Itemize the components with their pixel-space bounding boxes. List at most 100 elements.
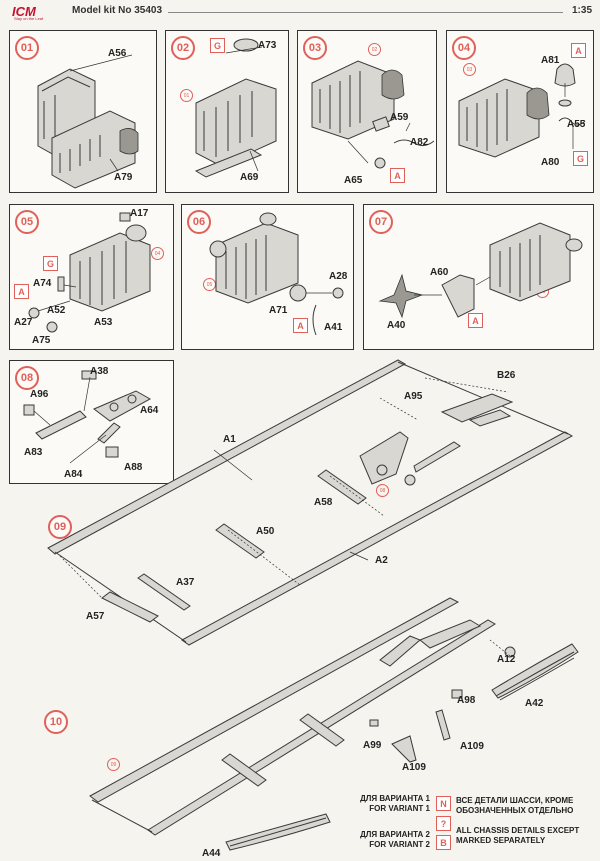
part-label: A28 [329,271,348,282]
part-label: B26 [497,370,516,381]
legend-variant-1: ДЛЯ ВАРИАНТА 1 FOR VARIANT 1 [348,794,430,814]
part-label: A109 [402,762,426,773]
variant-g-marker: G [573,151,588,166]
part-label: A2 [375,555,388,566]
variant-a-marker: A [293,318,308,333]
variant-b-marker: B [436,835,451,850]
step-number: 02 [171,36,195,60]
icm-logo: ICM Stay on the Leaf [12,3,54,21]
part-label: A60 [430,267,449,278]
part-label: A59 [390,112,409,123]
logo-text: ICM [12,4,36,19]
model-number: Model kit No 35403 [72,5,163,16]
part-label: A12 [497,654,516,665]
legend-b-line1: ALL CHASSIS DETAILS EXCEPT [456,826,580,835]
engine-fan-drawing [378,222,583,319]
scale-label: 1:35 [572,5,593,16]
step-02-panel: 02 G 01 A73 A69 [165,30,289,193]
step-01-panel: 01 A56 A79 [9,30,157,193]
part-label: A74 [33,278,52,289]
part-label: A65 [344,175,363,186]
ref-step-02: 02 [368,43,381,56]
legend-v1-en: FOR VARIANT 1 [369,804,430,813]
part-label: A71 [269,305,288,316]
engine-pulley-drawing [209,212,344,336]
part-label: A109 [460,741,484,752]
engine-side-drawing [28,212,151,333]
engine-pipes-drawing [311,60,435,169]
head-assembly-drawing [194,38,277,178]
part-label: A38 [90,366,109,377]
part-label: A96 [30,389,49,400]
step-number: 09 [48,515,72,539]
variant-a-marker: A [390,168,405,183]
part-label: A58 [314,497,333,508]
part-label: A75 [32,335,51,346]
legend-n-line2: ОБОЗНАЧЕННЫХ ОТДЕЛЬНО [456,806,574,815]
engine-filter-drawing [458,63,586,158]
ref-step-09: 09 [107,758,120,771]
variant-g-marker: G [43,256,58,271]
step-number: 08 [15,366,39,390]
part-label: A99 [363,740,382,751]
step-number: 01 [15,36,39,60]
part-label: A41 [324,322,343,333]
step-number: 07 [369,210,393,234]
variant-a-marker: A [14,284,29,299]
bracket-parts-drawing [23,370,152,464]
part-label: A95 [404,391,423,402]
legend-variant-2: ДЛЯ ВАРИАНТА 2 FOR VARIANT 2 [348,830,430,850]
step-number: 04 [452,36,476,60]
variant-n-marker: N [436,796,451,811]
part-label: A55 [567,119,586,130]
engine-block-drawing [37,54,139,189]
step-number: 05 [15,210,39,234]
variant-a-marker: A [571,43,586,58]
variant-a-marker: A [468,313,483,328]
part-label: A64 [140,405,159,416]
legend-b-line2: MARKED SEPARATELY [456,836,546,845]
variant-g-marker: G [210,38,225,53]
step-08-panel: 08 A38 A96 A64 A83 A84 A88 [9,360,174,484]
part-label: A88 [124,462,143,473]
part-label: A79 [114,172,133,183]
legend-n-text: ВСЕ ДЕТАЛИ ШАССИ, КРОМЕ ОБОЗНАЧЕННЫХ ОТД… [456,796,573,816]
ref-step-03: 03 [463,63,476,76]
step-04-panel: 04 03 A G A81 A55 A80 [446,30,594,193]
step-06-panel: 06 05 A28 A71 A A41 [181,204,354,350]
part-label: A56 [108,48,127,59]
step-number: 06 [187,210,211,234]
step-07-panel: 07 06 A60 A A40 [363,204,594,350]
legend-v1-ru: ДЛЯ ВАРИАНТА 1 [360,794,430,803]
part-label: A40 [387,320,406,331]
part-label: A98 [457,695,476,706]
page-header: ICM Stay on the Leaf Model kit No 35403 … [0,0,600,24]
legend-b-text: ALL CHASSIS DETAILS EXCEPT MARKED SEPARA… [456,826,579,846]
part-label: A17 [130,208,149,219]
legend-n-line1: ВСЕ ДЕТАЛИ ШАССИ, КРОМЕ [456,796,574,805]
part-label: A84 [64,469,83,480]
part-label: A53 [94,317,113,328]
legend-v2-ru: ДЛЯ ВАРИАНТА 2 [360,830,430,839]
part-label: A80 [541,157,560,168]
part-label: A69 [240,172,259,183]
ref-step-04: 04 [151,247,164,260]
part-label: A82 [410,137,429,148]
part-label: A83 [24,447,43,458]
step-05-panel: 05 04 G A A17 A74 A27 A52 A53 A75 [9,204,174,350]
ref-step-01: 01 [180,89,193,102]
part-label: A50 [256,526,275,537]
part-label: A42 [525,698,544,709]
part-label: A37 [176,577,195,588]
legend-v2-en: FOR VARIANT 2 [369,840,430,849]
step-number: 10 [44,710,68,734]
part-label: A57 [86,611,105,622]
step-number: 03 [303,36,327,60]
part-label: A1 [223,434,236,445]
ref-step-08: 08 [376,484,389,497]
header-rule [168,12,563,13]
part-label: A44 [202,848,221,859]
logo-tagline: Stay on the Leaf [14,16,44,21]
